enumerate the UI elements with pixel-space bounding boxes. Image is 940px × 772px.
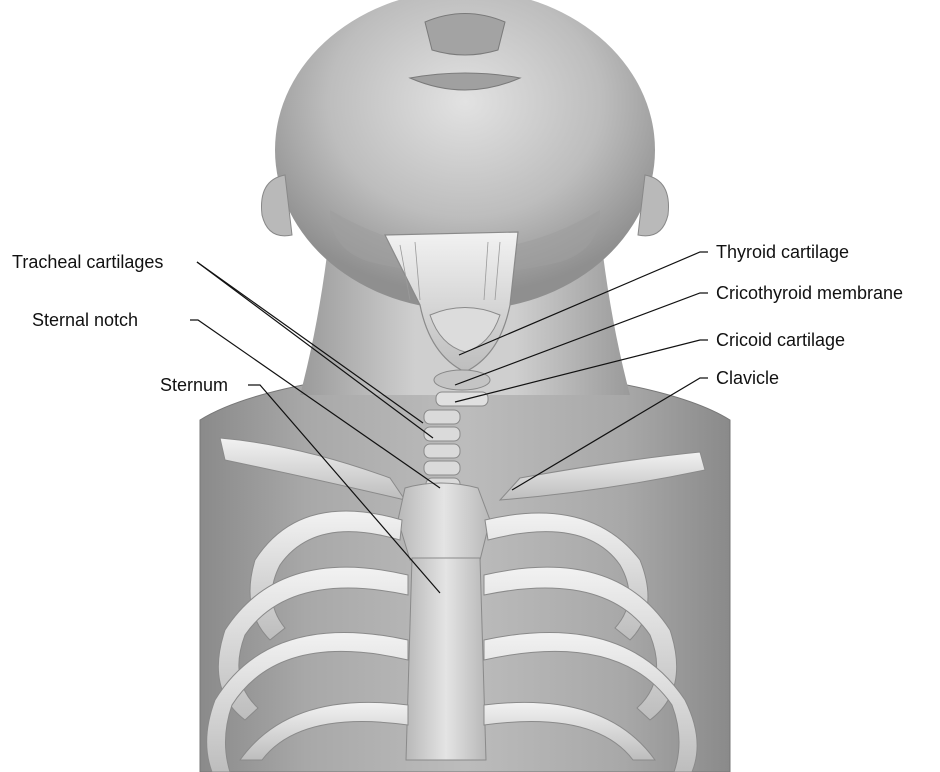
label-clavicle: Clavicle: [716, 368, 779, 388]
label-thyroid-cartilage: Thyroid cartilage: [716, 242, 849, 262]
label-cricothyroid-membrane: Cricothyroid membrane: [716, 283, 903, 303]
cricoid-cartilage: [436, 392, 488, 406]
label-cricoid-cartilage: Cricoid cartilage: [716, 330, 845, 350]
manubrium: [398, 483, 490, 560]
label-tracheal-cartilages: Tracheal cartilages: [12, 252, 163, 272]
label-sternal-notch: Sternal notch: [32, 310, 138, 330]
nose: [425, 14, 505, 56]
cricothyroid-membrane: [434, 370, 490, 390]
sternum: [406, 558, 486, 760]
label-sternum: Sternum: [160, 375, 228, 395]
